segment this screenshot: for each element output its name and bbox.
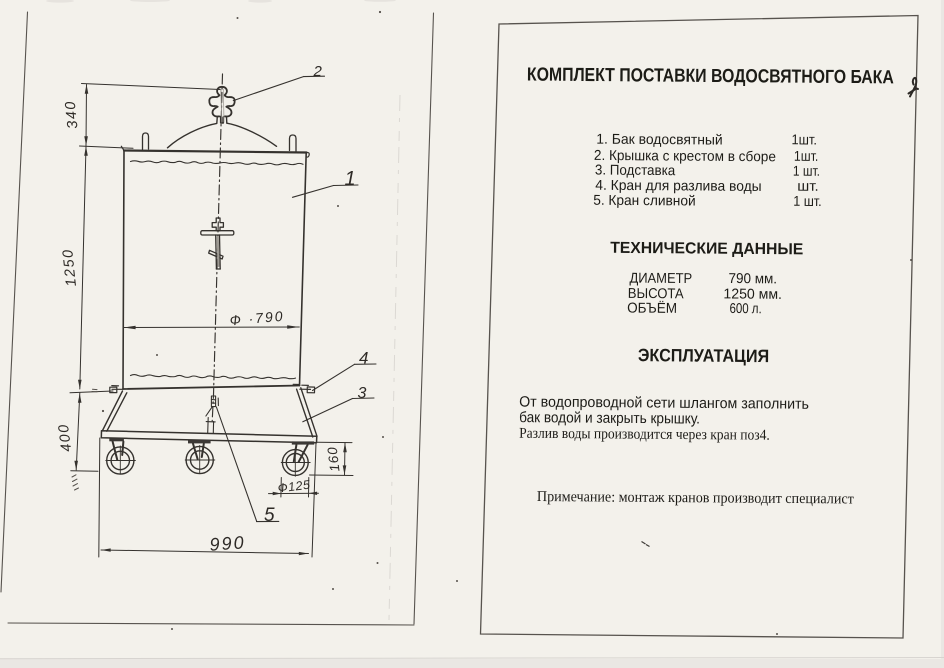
svg-text:1 шт.: 1 шт. <box>793 193 822 209</box>
svg-text:4. Кран для разлива воды: 4. Кран для разлива воды <box>595 176 761 194</box>
svg-text:160: 160 <box>325 445 343 472</box>
svg-text:ОБЪЁМ: ОБЪЁМ <box>627 299 677 316</box>
svg-text:ЭКСПЛУАТАЦИЯ: ЭКСПЛУАТАЦИЯ <box>638 345 769 366</box>
svg-text:3: 3 <box>358 385 367 402</box>
svg-text:Примечание: монтаж кранов п: Примечание: монтаж кранов производит спе… <box>537 489 855 508</box>
svg-text:бак водой и закрыть крышку.: бак водой и закрыть крышку. <box>519 410 700 428</box>
svg-text:1шт.: 1шт. <box>794 148 819 164</box>
svg-text:2: 2 <box>313 63 323 80</box>
svg-text:2. Крышка с крестом в сборе: 2. Крышка с крестом в сборе <box>594 147 776 165</box>
svg-text:1250 мм.: 1250 мм. <box>723 286 782 303</box>
svg-text:400: 400 <box>56 422 75 452</box>
svg-text:Ф ·790: Ф ·790 <box>229 308 285 329</box>
svg-text:Ф125: Ф125 <box>277 478 311 496</box>
svg-text:4: 4 <box>359 349 368 368</box>
svg-text:3. Подставка: 3. Подставка <box>595 161 676 178</box>
svg-text:340: 340 <box>63 99 82 129</box>
svg-text:ТЕХНИЧЕСКИЕ ДАННЫЕ: ТЕХНИЧЕСКИЕ ДАННЫЕ <box>610 240 803 259</box>
svg-text:1 шт.: 1 шт. <box>793 163 820 179</box>
svg-text:600 л.: 600 л. <box>729 300 761 317</box>
svg-text:ДИАМЕТР: ДИАМЕТР <box>629 270 692 286</box>
svg-text:1. Бак водосвятный: 1. Бак водосвятный <box>596 130 723 147</box>
svg-text:ВЫСОТА: ВЫСОТА <box>628 285 685 301</box>
svg-text:790 мм.: 790 мм. <box>728 270 777 287</box>
svg-text:990: 990 <box>209 532 246 554</box>
svg-text:5: 5 <box>264 505 275 526</box>
svg-text:КОМПЛЕКТ ПОСТАВКИ ВОДОСВЯТНОГ: КОМПЛЕКТ ПОСТАВКИ ВОДОСВЯТНОГО БАКА <box>527 63 894 88</box>
svg-text:1: 1 <box>345 168 356 190</box>
svg-text:От водопроводной сети шланг: От водопроводной сети шлангом заполнить <box>519 394 809 413</box>
svg-text:5. Кран сливной: 5. Кран сливной <box>593 191 696 208</box>
svg-text:шт.: шт. <box>797 179 818 195</box>
svg-text:1шт.: 1шт. <box>791 132 817 148</box>
svg-text:1250: 1250 <box>60 248 80 288</box>
svg-text:Разлив воды производится через: Разлив воды производится через кран поз4… <box>519 425 770 444</box>
